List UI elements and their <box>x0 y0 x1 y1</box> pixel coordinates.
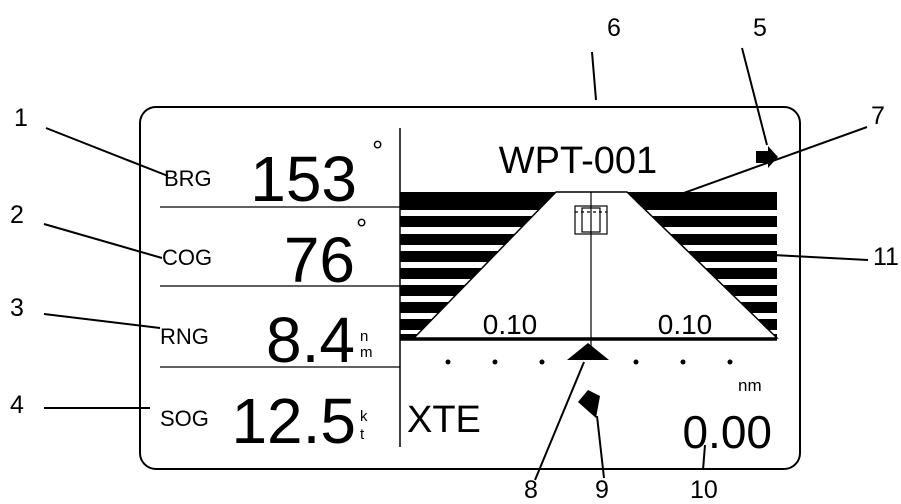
sog-label: SOG <box>160 406 209 431</box>
leader-line-5 <box>741 47 768 146</box>
xte-dots <box>445 359 733 365</box>
scale-left: 0.10 <box>483 309 538 340</box>
brg-label: BRG <box>164 166 212 191</box>
brg-value: 153 <box>250 143 357 215</box>
ship-icon <box>578 390 600 418</box>
cog-label: COG <box>162 245 212 270</box>
cog-unit: ° <box>356 213 367 244</box>
callout-10: 10 <box>690 476 718 504</box>
sog-unit-top: k <box>360 408 368 425</box>
callout-7: 7 <box>871 102 885 130</box>
arrow-right-icon <box>756 146 778 168</box>
xte-unit: nm <box>738 376 762 395</box>
callout-8: 8 <box>524 476 538 504</box>
callout-6: 6 <box>607 14 621 42</box>
leader-line-3 <box>43 313 161 329</box>
cog-value: 76 <box>284 224 355 296</box>
leader-lines <box>43 47 869 481</box>
leader-line-11 <box>772 254 869 261</box>
callout-3: 3 <box>10 294 24 322</box>
callout-1: 1 <box>14 104 28 132</box>
callout-4: 4 <box>10 391 24 419</box>
scale-right: 0.10 <box>658 309 713 340</box>
display-frame <box>139 106 801 470</box>
rng-label: RNG <box>160 324 209 349</box>
callout-11: 11 <box>873 243 899 271</box>
leader-line-1 <box>45 127 169 177</box>
triangle-marker-icon <box>567 343 609 360</box>
leader-line-2 <box>43 223 163 259</box>
callout-5: 5 <box>753 14 767 42</box>
brg-unit: ° <box>372 135 383 166</box>
leader-line-9 <box>596 415 605 479</box>
rng-unit-top: n <box>360 328 368 345</box>
leader-line-6 <box>591 51 597 101</box>
callout-2: 2 <box>10 201 24 229</box>
course-lane-outline <box>412 191 779 339</box>
course-lane <box>414 192 777 338</box>
waypoint-name: WPT-001 <box>499 140 657 182</box>
callout-9: 9 <box>595 476 609 504</box>
leader-line-8 <box>534 361 585 481</box>
rng-value: 8.4 <box>266 304 355 376</box>
leader-line-10 <box>702 444 706 471</box>
waypoint-box-icon <box>574 205 608 235</box>
sog-value: 12.5 <box>231 385 356 457</box>
sog-unit-bottom: t <box>360 426 365 443</box>
xte-value: 0.00 <box>682 406 772 458</box>
xte-label: XTE <box>407 399 481 441</box>
rng-unit-bottom: m <box>360 344 373 361</box>
